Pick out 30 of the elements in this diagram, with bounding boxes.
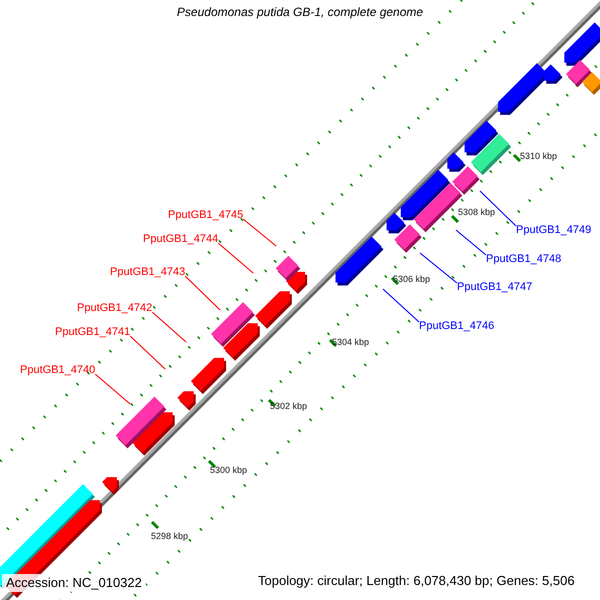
- leader-line: [456, 230, 486, 256]
- gene-label: PputGB1_4747: [457, 281, 532, 294]
- leader-line: [184, 276, 221, 311]
- scale-label: 5302 kbp: [270, 402, 308, 412]
- leader-line: [420, 252, 458, 284]
- scale-label: 5308 kbp: [458, 208, 496, 218]
- gene-label: PputGB1_4749: [516, 224, 592, 236]
- gene-label: PputGB1_4746: [419, 320, 494, 332]
- leader-line: [218, 242, 254, 274]
- leader-line: [152, 312, 187, 343]
- gene-label: PputGB1_4745: [168, 209, 244, 222]
- scale-label: 5306 kbp: [393, 275, 430, 285]
- leader-line: [130, 336, 166, 370]
- gene-label: PputGB1_4748: [486, 253, 562, 266]
- map-title: Pseudomonas putida GB-1, complete genome: [176, 6, 424, 20]
- scale-label: 5310 kbp: [520, 152, 558, 162]
- genome-summary: Topology: circular; Length: 6,078,430 bp; Genes: 5,506: [258, 574, 575, 588]
- gene-label: PputGB1_4740: [20, 364, 96, 376]
- leader-line: [480, 190, 516, 226]
- gene-label: PputGB1_4741: [55, 326, 130, 338]
- leader-line: [242, 218, 277, 247]
- leader-line: [382, 288, 420, 322]
- scale-label: 5304 kbp: [332, 338, 370, 348]
- accession-note: Accession: NC_010322: [2, 574, 146, 592]
- leader-line: [94, 374, 131, 405]
- gene-label: PputGB1_4742: [77, 302, 152, 314]
- gene-label: PputGB1_4743: [110, 266, 186, 278]
- gene-label: PputGB1_4744: [143, 233, 218, 246]
- scale-label: 5300 kbp: [210, 466, 248, 476]
- scale-label: 5298 kbp: [151, 532, 188, 542]
